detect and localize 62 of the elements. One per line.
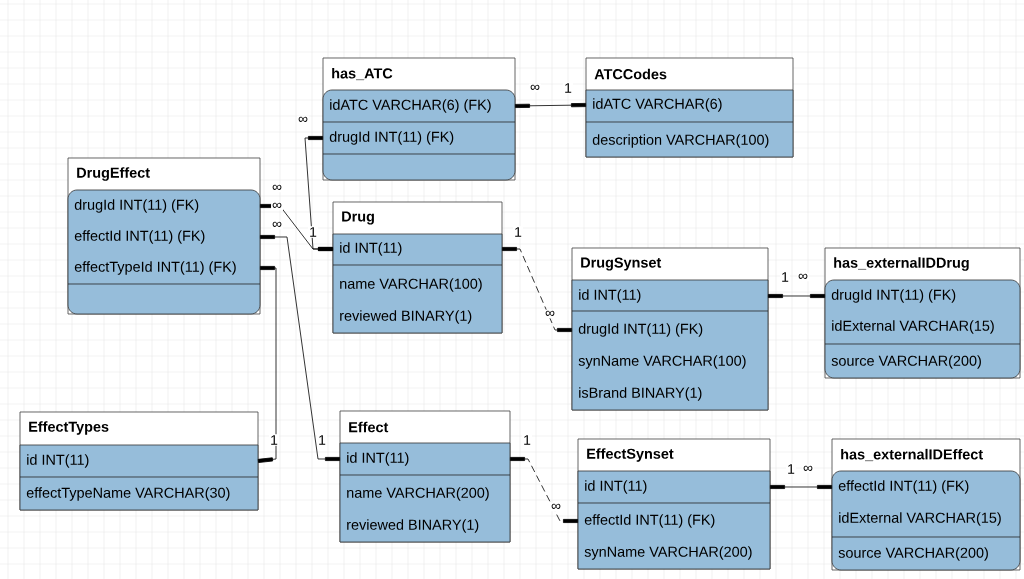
cardinality-label: ∞ [271,220,283,230]
cardinality-label: ∞ [529,83,541,93]
cardinality-label: 1 [522,434,532,446]
table-title: Effect [349,421,389,433]
cardinality-label: 1 [317,434,327,446]
relation-line [768,294,825,298]
relation-line [257,266,277,463]
column-row: id INT(11) [585,480,647,494]
cardinality-label: 1 [308,226,318,238]
column-row: id INT(11) [579,289,641,303]
table-title: EffectTypes [29,421,109,435]
table-title: ATCCodes [594,68,667,80]
column-row: isBrand BINARY(1) [579,387,702,401]
cardinality-label: ∞ [544,309,556,319]
column-row: effectTypeName VARCHAR(30) [26,487,230,501]
column-row: synName VARCHAR(100) [578,355,746,369]
relation-line [510,457,578,523]
column-row: description VARCHAR(100) [592,134,769,148]
relation-line [770,485,832,489]
column-row: effectTypeId INT(11) (FK) [74,261,236,275]
relation-line [260,235,340,461]
column-row: drugId INT(11) (FK) [74,199,199,213]
cardinality-label: 1 [563,82,573,94]
cardinality-label: 1 [780,271,790,283]
column-row: idExternal VARCHAR(15) [832,320,994,334]
column-row: drugId INT(11) (FK) [329,131,454,145]
cardinality-label: 1 [269,434,279,446]
cardinality-label: 1 [513,226,523,238]
column-row: synName VARCHAR(200) [584,546,752,560]
column-row: id INT(11) [347,452,409,466]
column-row: idExternal VARCHAR(15) [839,512,1001,526]
cardinality-label: ∞ [271,201,283,211]
column-row: drugId INT(11) (FK) [578,323,703,337]
column-row: id INT(11) [27,454,89,468]
relation-line [515,103,587,108]
column-row: idATC VARCHAR(6) [593,98,722,112]
column-row: source VARCHAR(200) [831,355,981,369]
table-title: DrugEffect [77,167,150,181]
cardinality-label: ∞ [297,115,309,125]
relation-line [502,247,572,332]
table-title: has_externalIDDrug [834,257,969,271]
column-row: reviewed BINARY(1) [340,310,472,324]
column-row: reviewed BINARY(1) [347,519,479,533]
cardinality-label: ∞ [550,502,562,512]
table-title: DrugSynset [581,257,662,271]
column-row: idATC VARCHAR(6) (FK) [330,99,491,113]
column-row: name VARCHAR(100) [340,278,482,292]
table-title: Drug [342,211,374,225]
cardinality-label: ∞ [797,272,809,282]
cardinality-label: 1 [786,463,796,475]
column-row: drugId INT(11) (FK) [831,289,956,303]
table-title: has_ATC [332,67,393,81]
column-row: effectId INT(11) (FK) [74,230,205,244]
column-row: name VARCHAR(200) [347,487,489,501]
column-row: source VARCHAR(200) [838,547,988,561]
table-title: EffectSynset [587,448,674,462]
column-row: effectId INT(11) (FK) [584,514,715,528]
cardinality-label: ∞ [271,183,283,193]
table-title: has_externalIDEffect [841,448,983,462]
column-row: effectId INT(11) (FK) [838,480,969,494]
cardinality-label: ∞ [802,464,814,474]
column-row: id INT(11) [340,242,402,256]
